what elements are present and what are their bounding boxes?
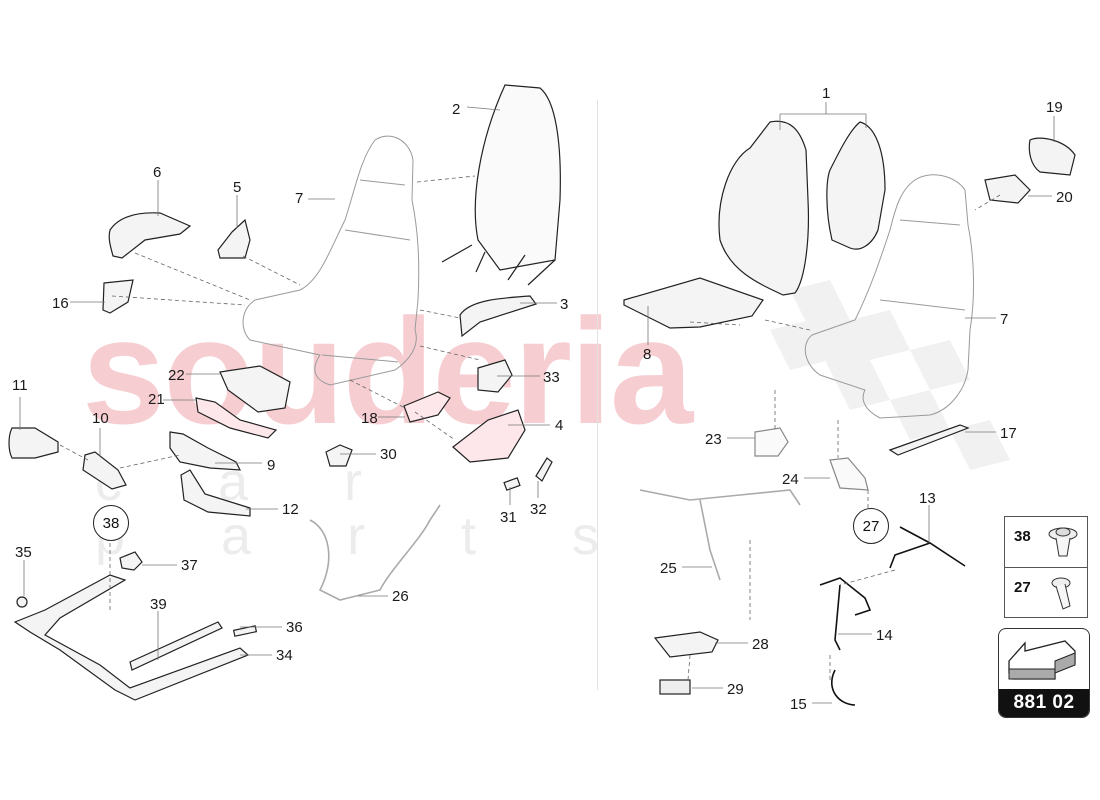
legend-number: 27 xyxy=(1014,579,1031,596)
callout-2: 2 xyxy=(452,101,461,118)
callout-8: 8 xyxy=(643,346,652,363)
callout-33: 33 xyxy=(543,369,560,386)
callout-39: 39 xyxy=(150,596,167,613)
plastic-clip-rivet-icon xyxy=(1048,527,1078,557)
callout-12: 12 xyxy=(282,501,299,518)
callout-31: 31 xyxy=(500,509,517,526)
legend-row-27: 27 xyxy=(1005,567,1087,617)
callout-29: 29 xyxy=(727,681,744,698)
callout-10: 10 xyxy=(92,410,109,427)
legend-row-38: 38 xyxy=(1005,517,1087,566)
callout-35: 35 xyxy=(15,544,32,561)
callout-11: 11 xyxy=(12,377,28,394)
callout-15: 15 xyxy=(790,696,807,713)
callout-19: 19 xyxy=(1046,99,1063,116)
callout-1: 1 xyxy=(822,85,831,102)
watermark-main: souderia xyxy=(82,287,693,455)
callout-16: 16 xyxy=(52,295,69,312)
callout-9: 9 xyxy=(267,457,276,474)
circled-callout-38: 38 xyxy=(93,505,129,541)
callout-7: 7 xyxy=(1000,311,1009,328)
callout-14: 14 xyxy=(876,627,893,644)
callout-30: 30 xyxy=(380,446,397,463)
callout-23: 23 xyxy=(705,431,722,448)
direction-arrow-icon xyxy=(1008,640,1076,680)
callout-4: 4 xyxy=(555,417,564,434)
callout-6: 6 xyxy=(153,164,162,181)
circled-callout-27: 27 xyxy=(853,508,889,544)
fastener-legend: 38 27 xyxy=(1004,516,1088,618)
section-divider xyxy=(597,100,598,690)
callout-22: 22 xyxy=(168,367,185,384)
callout-34: 34 xyxy=(276,647,293,664)
callout-18: 18 xyxy=(361,410,378,427)
callout-28: 28 xyxy=(752,636,769,653)
callout-26: 26 xyxy=(392,588,409,605)
callout-36: 36 xyxy=(286,619,303,636)
diagram-code: 881 02 xyxy=(999,689,1089,717)
diagram-code-badge: 881 02 xyxy=(998,628,1090,718)
legend-number: 38 xyxy=(1014,528,1031,545)
callout-17: 17 xyxy=(1000,425,1017,442)
callout-24: 24 xyxy=(782,471,799,488)
checker-flag-watermark xyxy=(770,280,1010,470)
callout-13: 13 xyxy=(919,490,936,507)
callout-5: 5 xyxy=(233,179,242,196)
callout-7: 7 xyxy=(295,190,304,207)
callout-37: 37 xyxy=(181,557,198,574)
callout-32: 32 xyxy=(530,501,547,518)
callout-25: 25 xyxy=(660,560,677,577)
callout-20: 20 xyxy=(1056,189,1073,206)
screw-bolt-icon xyxy=(1051,577,1071,610)
callout-21: 21 xyxy=(148,391,165,408)
callout-3: 3 xyxy=(560,296,569,313)
